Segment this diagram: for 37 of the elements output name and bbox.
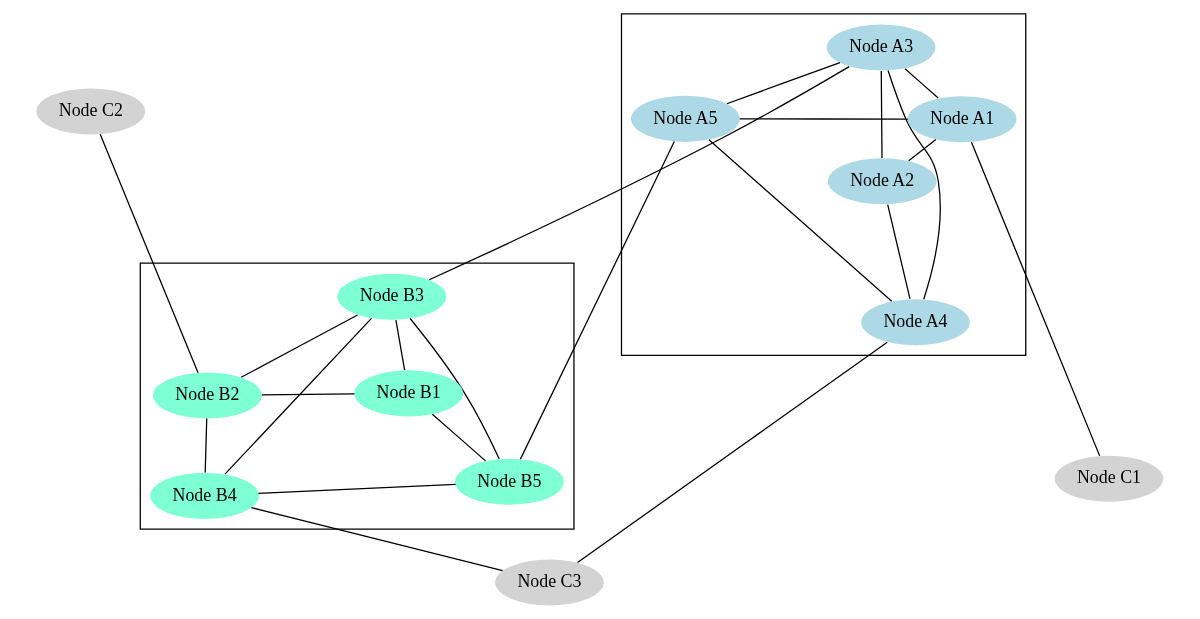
node-ellipse: Node B5 (455, 458, 564, 505)
connector (250, 506, 504, 572)
connector (261, 393, 356, 396)
connector (395, 319, 406, 371)
node-ellipse: Node A3 (826, 24, 936, 71)
connector (257, 483, 457, 494)
connector (970, 141, 1101, 457)
connector (708, 139, 893, 302)
connector (739, 118, 909, 120)
connector (887, 203, 911, 300)
node-ellipse: Node C3 (495, 559, 604, 606)
connector (428, 66, 850, 281)
node-ellipse: Node A1 (907, 96, 1017, 143)
node-ellipse: Node A5 (630, 95, 740, 142)
node-ellipse: Node A2 (827, 158, 937, 205)
connector (880, 70, 883, 159)
connector (409, 317, 500, 460)
node-ellipse: Node A4 (861, 299, 970, 346)
connector (904, 68, 939, 99)
connector (519, 140, 675, 460)
node-ellipse: Node B3 (337, 273, 447, 320)
cluster (620, 13, 1027, 357)
connector (908, 138, 937, 162)
connector (431, 413, 487, 462)
connector (224, 317, 373, 475)
cluster (139, 262, 575, 530)
node-ellipse: Node B1 (354, 370, 463, 417)
connector (576, 341, 888, 564)
connector (887, 69, 941, 300)
node-ellipse: Node B4 (150, 472, 259, 519)
connector (99, 133, 199, 374)
connector (204, 417, 208, 474)
connector (240, 314, 359, 378)
node-ellipse: Node B2 (153, 372, 262, 419)
connector (726, 61, 841, 105)
node-ellipse: Node C1 (1054, 455, 1164, 502)
node-ellipse: Node C2 (36, 88, 146, 135)
